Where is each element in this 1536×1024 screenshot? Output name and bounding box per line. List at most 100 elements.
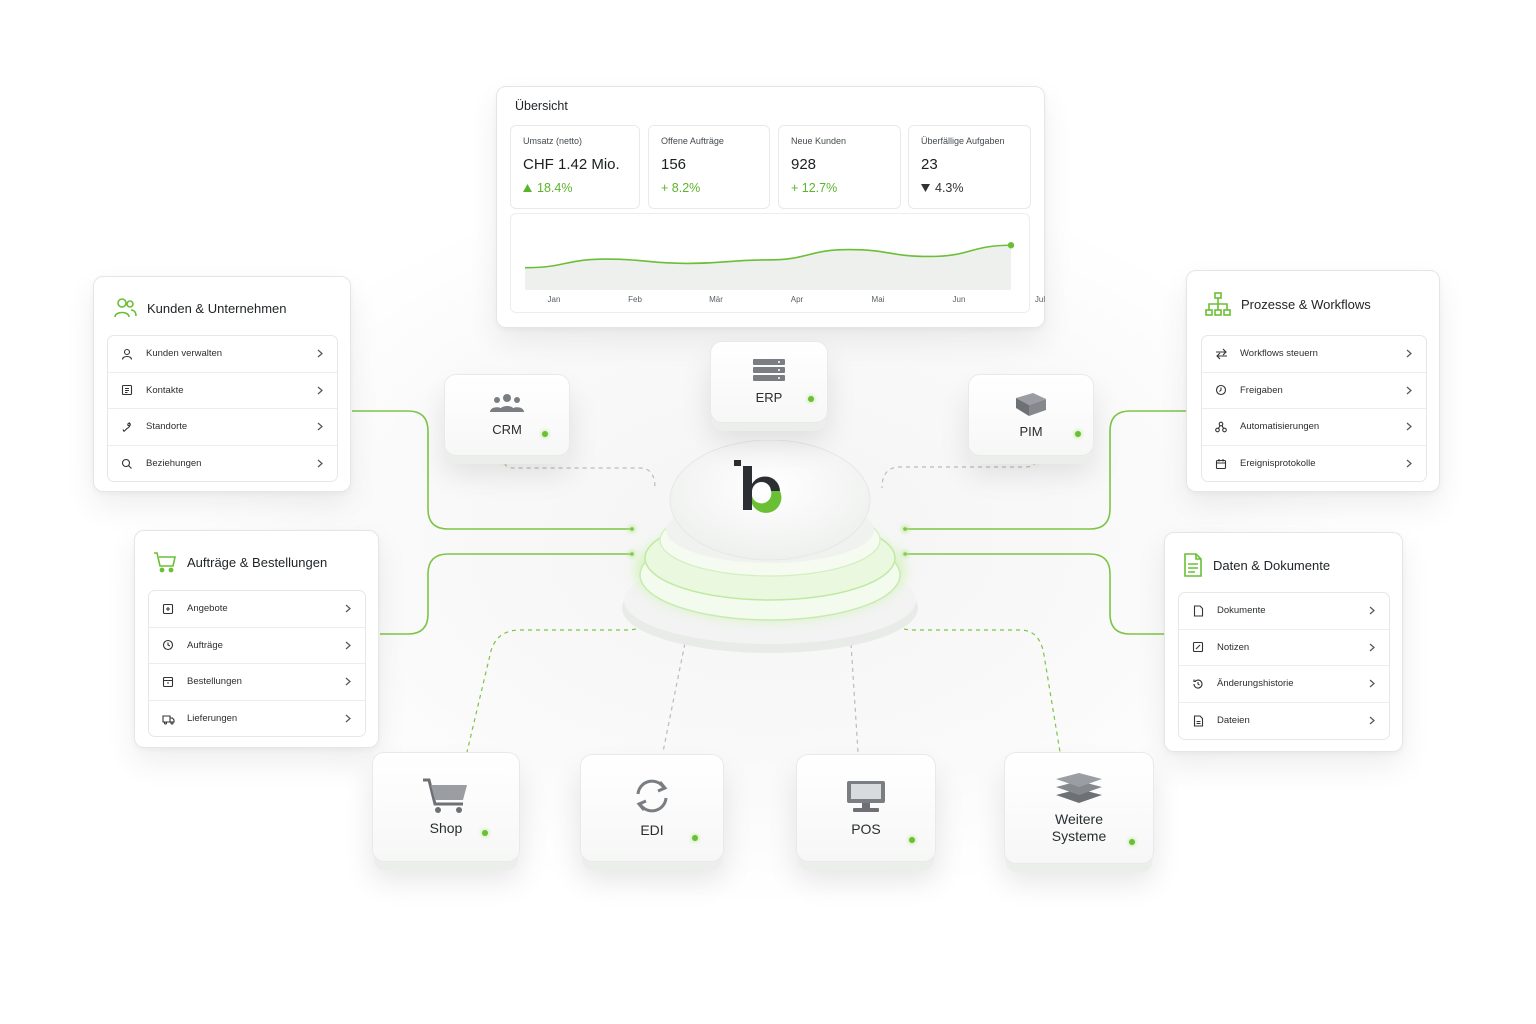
users-icon	[114, 298, 137, 318]
menu-item-label: Dokumente	[1217, 605, 1266, 617]
kpi-label: Neue Kunden	[791, 136, 847, 146]
kpi-card-revenue[interactable]: Umsatz (netto) CHF 1.42 Mio. 18.4%	[510, 125, 640, 209]
module-erp[interactable]: ERP	[710, 341, 828, 423]
menu-item-label: Automatisierungen	[1240, 421, 1320, 433]
line-other	[877, 611, 1061, 753]
chevron-right-icon	[343, 604, 353, 614]
processes-panel: Prozesse & Workflows Workflows steuern F…	[1186, 270, 1440, 492]
menu-item-lieferungen[interactable]: Lieferungen	[149, 701, 365, 737]
menu-item-label: Kunden verwalten	[146, 348, 223, 360]
menu-item-ereignisprotokolle[interactable]: Ereignisprotokolle	[1202, 446, 1426, 482]
chevron-right-icon	[315, 349, 325, 359]
trend-up-icon	[523, 184, 532, 192]
kpi-label: Überfällige Aufgaben	[921, 136, 1005, 146]
x-tick-label: Jul	[1034, 295, 1046, 304]
server-icon	[753, 358, 785, 381]
order-icon	[161, 638, 175, 652]
chevron-right-icon	[315, 422, 325, 432]
menu-item-angebote[interactable]: Angebote	[149, 591, 365, 628]
chevron-right-icon	[1404, 459, 1414, 469]
menu-item-label: Lieferungen	[187, 713, 238, 725]
chart-area	[525, 245, 1011, 290]
status-dot	[909, 837, 915, 843]
chevron-right-icon	[1367, 679, 1377, 689]
menu-item-automatisierungen[interactable]: Automatisierungen	[1202, 409, 1426, 446]
x-tick-label: Apr	[790, 295, 804, 304]
chevron-right-icon	[1404, 422, 1414, 432]
x-tick-label: Jan	[547, 295, 561, 304]
documents-panel: Daten & Dokumente Dokumente Notizen Ände…	[1164, 532, 1403, 752]
kpi-delta: 18.4%	[537, 181, 573, 195]
kpi-card-overdue-tasks[interactable]: Überfällige Aufgaben 23 4.3%	[908, 125, 1031, 209]
menu-item-label: Kontakte	[146, 384, 184, 396]
chevron-right-icon	[1404, 385, 1414, 395]
menu-item-label: Änderungshistorie	[1217, 678, 1294, 690]
kpi-delta: 4.3%	[935, 181, 964, 195]
module-label: ERP	[755, 389, 783, 405]
module-edi[interactable]: EDI	[580, 754, 724, 862]
chevron-right-icon	[315, 459, 325, 469]
cube-icon	[1016, 392, 1046, 416]
panel-title: Daten & Dokumente	[1213, 557, 1331, 573]
kpi-delta: + 12.7%	[791, 181, 838, 195]
line-pim	[881, 460, 1036, 489]
calendar-icon	[1214, 457, 1228, 471]
menu-item-beziehungen[interactable]: Beziehungen	[108, 446, 337, 482]
chart-end-point	[1007, 242, 1015, 249]
central-hub	[620, 439, 920, 655]
line-processes	[905, 410, 1186, 530]
file-icon	[1191, 714, 1205, 728]
chevron-right-icon	[343, 677, 353, 687]
relations-icon	[120, 457, 134, 471]
menu-item-kontakte[interactable]: Kontakte	[108, 373, 337, 409]
box-icon	[161, 675, 175, 689]
module-shop[interactable]: Shop	[372, 752, 520, 862]
menu-item-label: Standorte	[146, 421, 188, 433]
chevron-right-icon	[343, 714, 353, 724]
menu-item-label: Freigaben	[1240, 384, 1283, 396]
line-documents	[905, 553, 1164, 635]
module-label: POS	[851, 820, 881, 837]
module-pim[interactable]: PIM	[968, 374, 1094, 456]
overview-title: Übersicht	[515, 99, 568, 113]
module-pos[interactable]: POS	[796, 754, 936, 862]
documents-list: Dokumente Notizen Änderungshistorie Date…	[1178, 592, 1390, 740]
menu-item-label: Aufträge	[187, 639, 223, 651]
kpi-value: CHF 1.42 Mio.	[523, 156, 620, 173]
chevron-right-icon	[343, 640, 353, 650]
module-label: PIM	[1019, 423, 1043, 439]
automation-icon	[1214, 420, 1228, 434]
menu-item-bestellungen[interactable]: Bestellungen	[149, 664, 365, 701]
revenue-chart	[510, 213, 1030, 313]
kpi-value: 156	[661, 156, 687, 173]
overview-panel: Übersicht Umsatz (netto) CHF 1.42 Mio. 1…	[496, 86, 1045, 328]
menu-item-aenderungshistorie[interactable]: Änderungshistorie	[1179, 666, 1389, 703]
people-icon	[490, 393, 524, 412]
menu-item-notizen[interactable]: Notizen	[1179, 630, 1389, 666]
layers-icon	[1056, 773, 1102, 803]
menu-item-freigaben[interactable]: Freigaben	[1202, 373, 1426, 409]
tag-icon	[161, 602, 175, 616]
menu-item-dokumente[interactable]: Dokumente	[1179, 593, 1389, 630]
panel-title: Prozesse & Workflows	[1241, 296, 1371, 312]
menu-item-label: Workflows steuern	[1240, 348, 1318, 360]
panel-title: Aufträge & Bestellungen	[187, 554, 328, 570]
menu-item-kunden-verwalten[interactable]: Kunden verwalten	[108, 336, 337, 373]
module-other-systems[interactable]: Weitere Systeme	[1004, 752, 1154, 864]
location-icon	[120, 420, 134, 434]
module-crm[interactable]: CRM	[444, 374, 570, 456]
x-tick-label: Feb	[628, 295, 642, 304]
cart-icon	[154, 552, 176, 573]
orders-list: Angebote Aufträge Bestellungen Lieferung…	[148, 590, 366, 737]
menu-item-auftraege[interactable]: Aufträge	[149, 628, 365, 664]
line-crm	[504, 462, 656, 489]
menu-item-workflows-steuern[interactable]: Workflows steuern	[1202, 336, 1426, 373]
menu-item-dateien[interactable]: Dateien	[1179, 703, 1389, 740]
menu-item-standorte[interactable]: Standorte	[108, 409, 337, 446]
kpi-card-open-orders[interactable]: Offene Aufträge 156 + 8.2%	[648, 125, 770, 209]
menu-item-label: Beziehungen	[146, 458, 202, 470]
module-label: EDI	[640, 821, 664, 838]
truck-icon	[161, 712, 175, 726]
kpi-card-new-customers[interactable]: Neue Kunden 928 + 12.7%	[778, 125, 901, 209]
